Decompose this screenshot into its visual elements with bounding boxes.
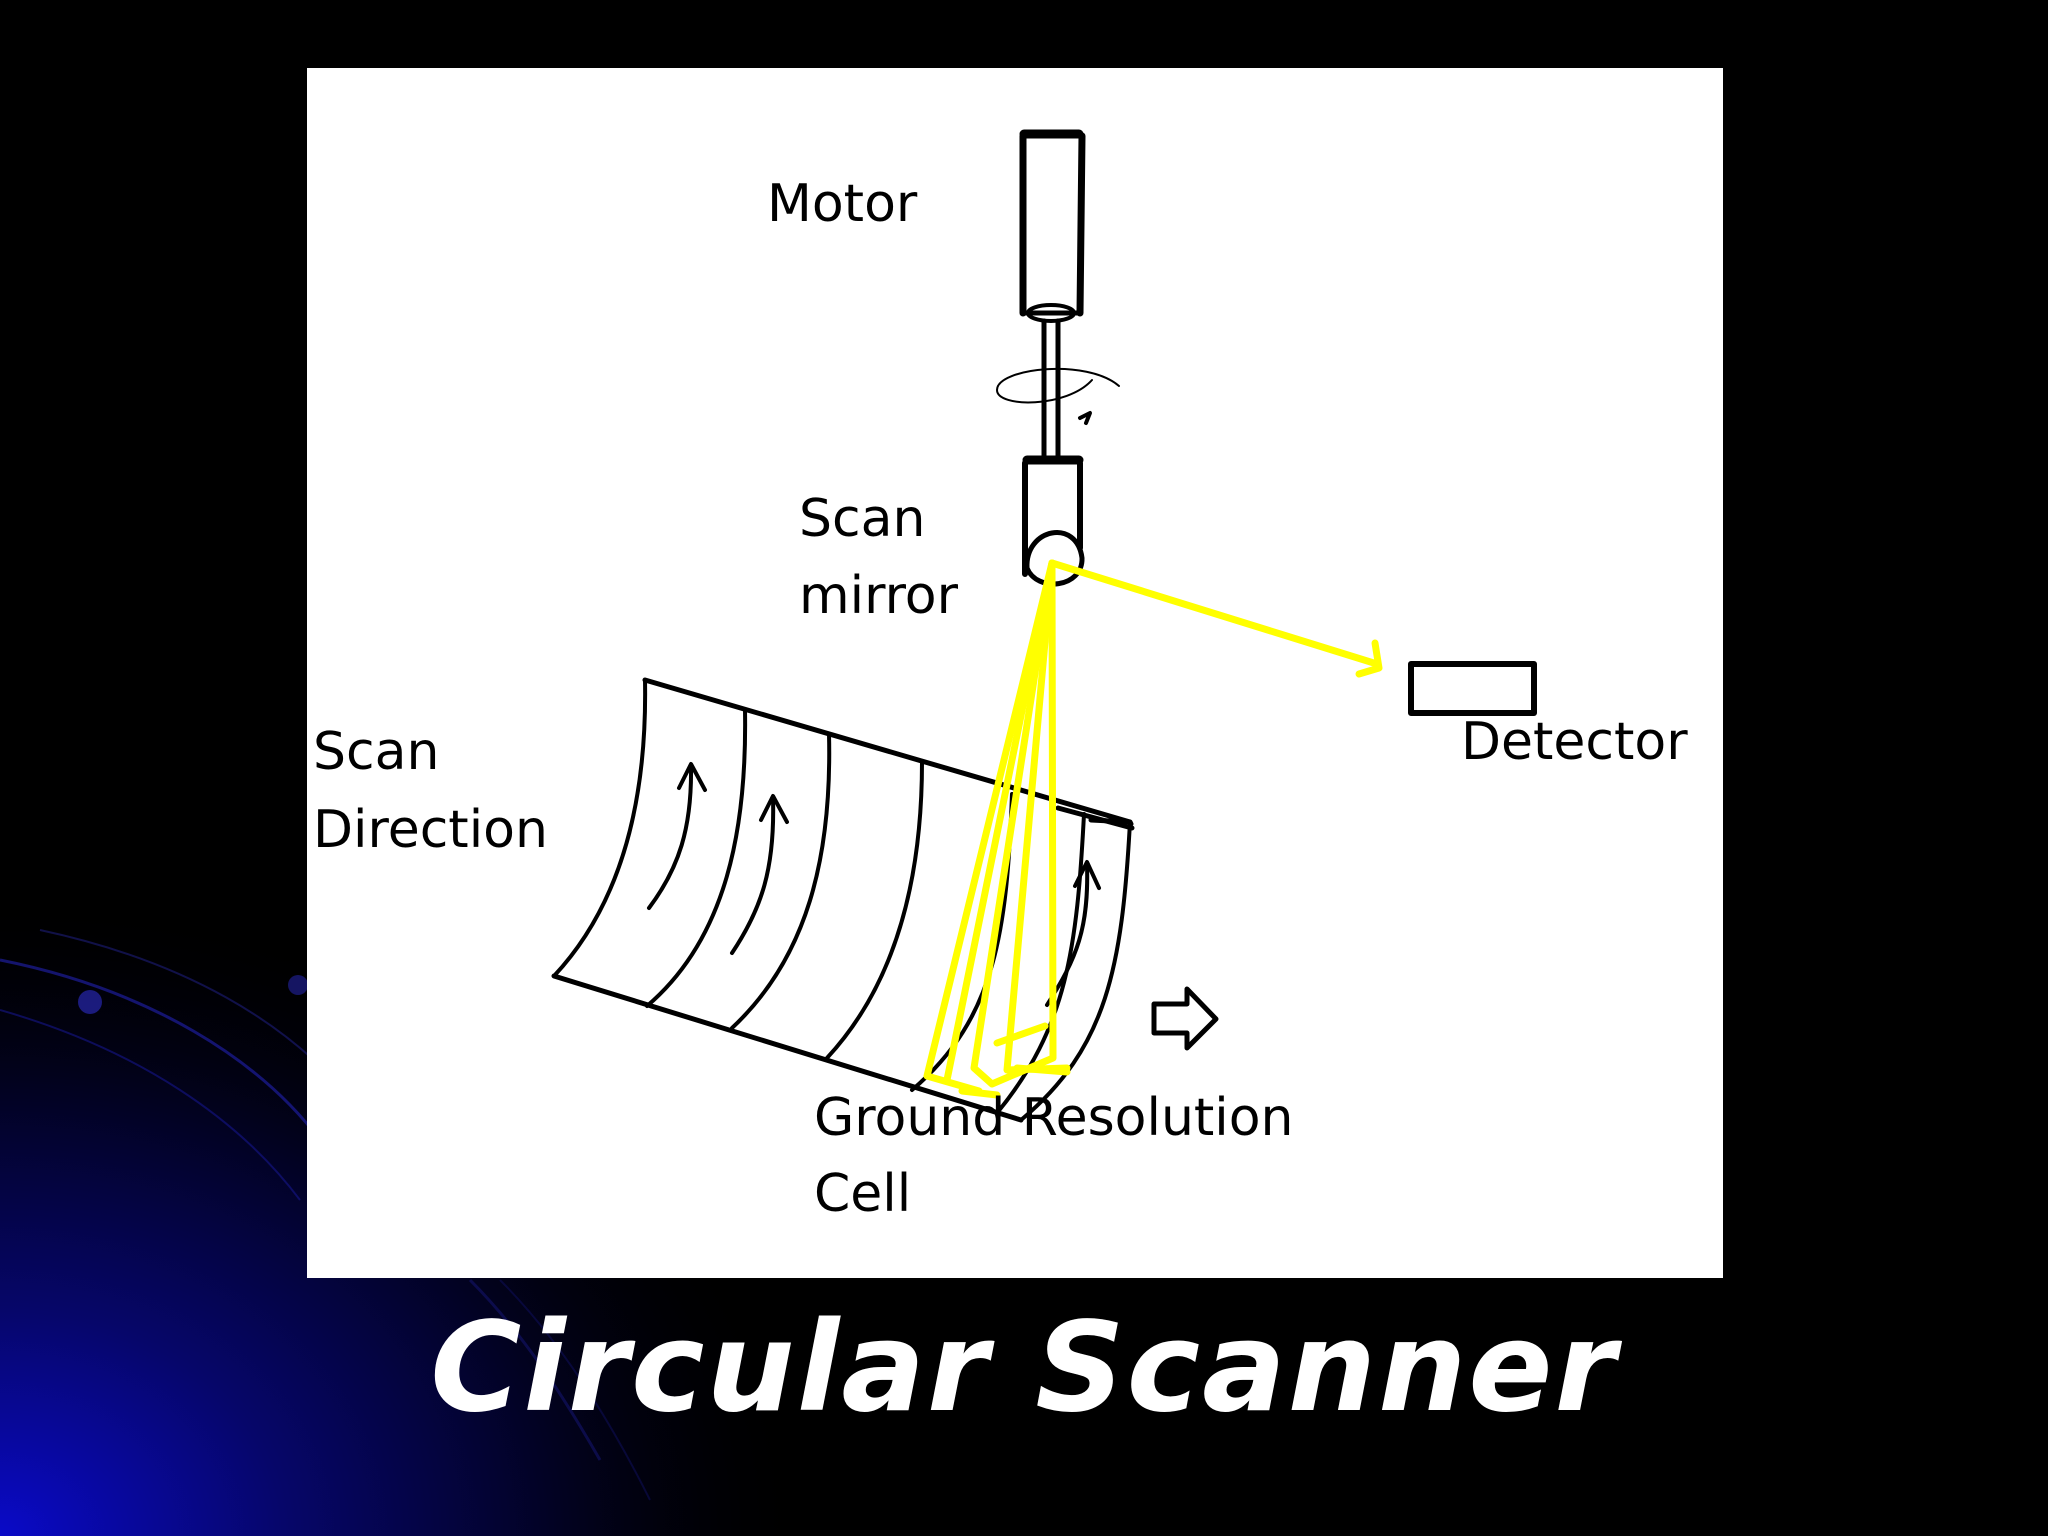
scan-direction-arrows xyxy=(647,762,1101,1007)
ground-resolution-cell-label-line1: Ground Resolution xyxy=(814,1088,1294,1148)
motor-label: Motor xyxy=(767,174,918,234)
scan-mirror-label-line1: Scan xyxy=(799,489,926,549)
scan-mirror-label-line2: mirror xyxy=(799,566,958,626)
motor-shaft xyxy=(1041,318,1061,463)
detector-box xyxy=(1408,661,1537,716)
along-track-arrow-icon xyxy=(1151,986,1219,1051)
motor-body xyxy=(1019,129,1086,323)
diagram-panel: Motor Scan mirror Detector Scan Directio… xyxy=(307,68,1723,1278)
detector-label: Detector xyxy=(1461,712,1688,772)
scan-direction-label-line1: Scan xyxy=(313,722,440,782)
slide-title: Circular Scanner xyxy=(430,1296,1618,1440)
scan-swath xyxy=(551,677,1135,1123)
circular-scanner-diagram xyxy=(551,129,1537,1123)
scan-direction-label-line2: Direction xyxy=(313,800,548,860)
beam-paths xyxy=(923,559,1383,1099)
ground-resolution-cell-label-line2: Cell xyxy=(814,1164,912,1224)
rotation-arrow-icon xyxy=(996,367,1120,425)
